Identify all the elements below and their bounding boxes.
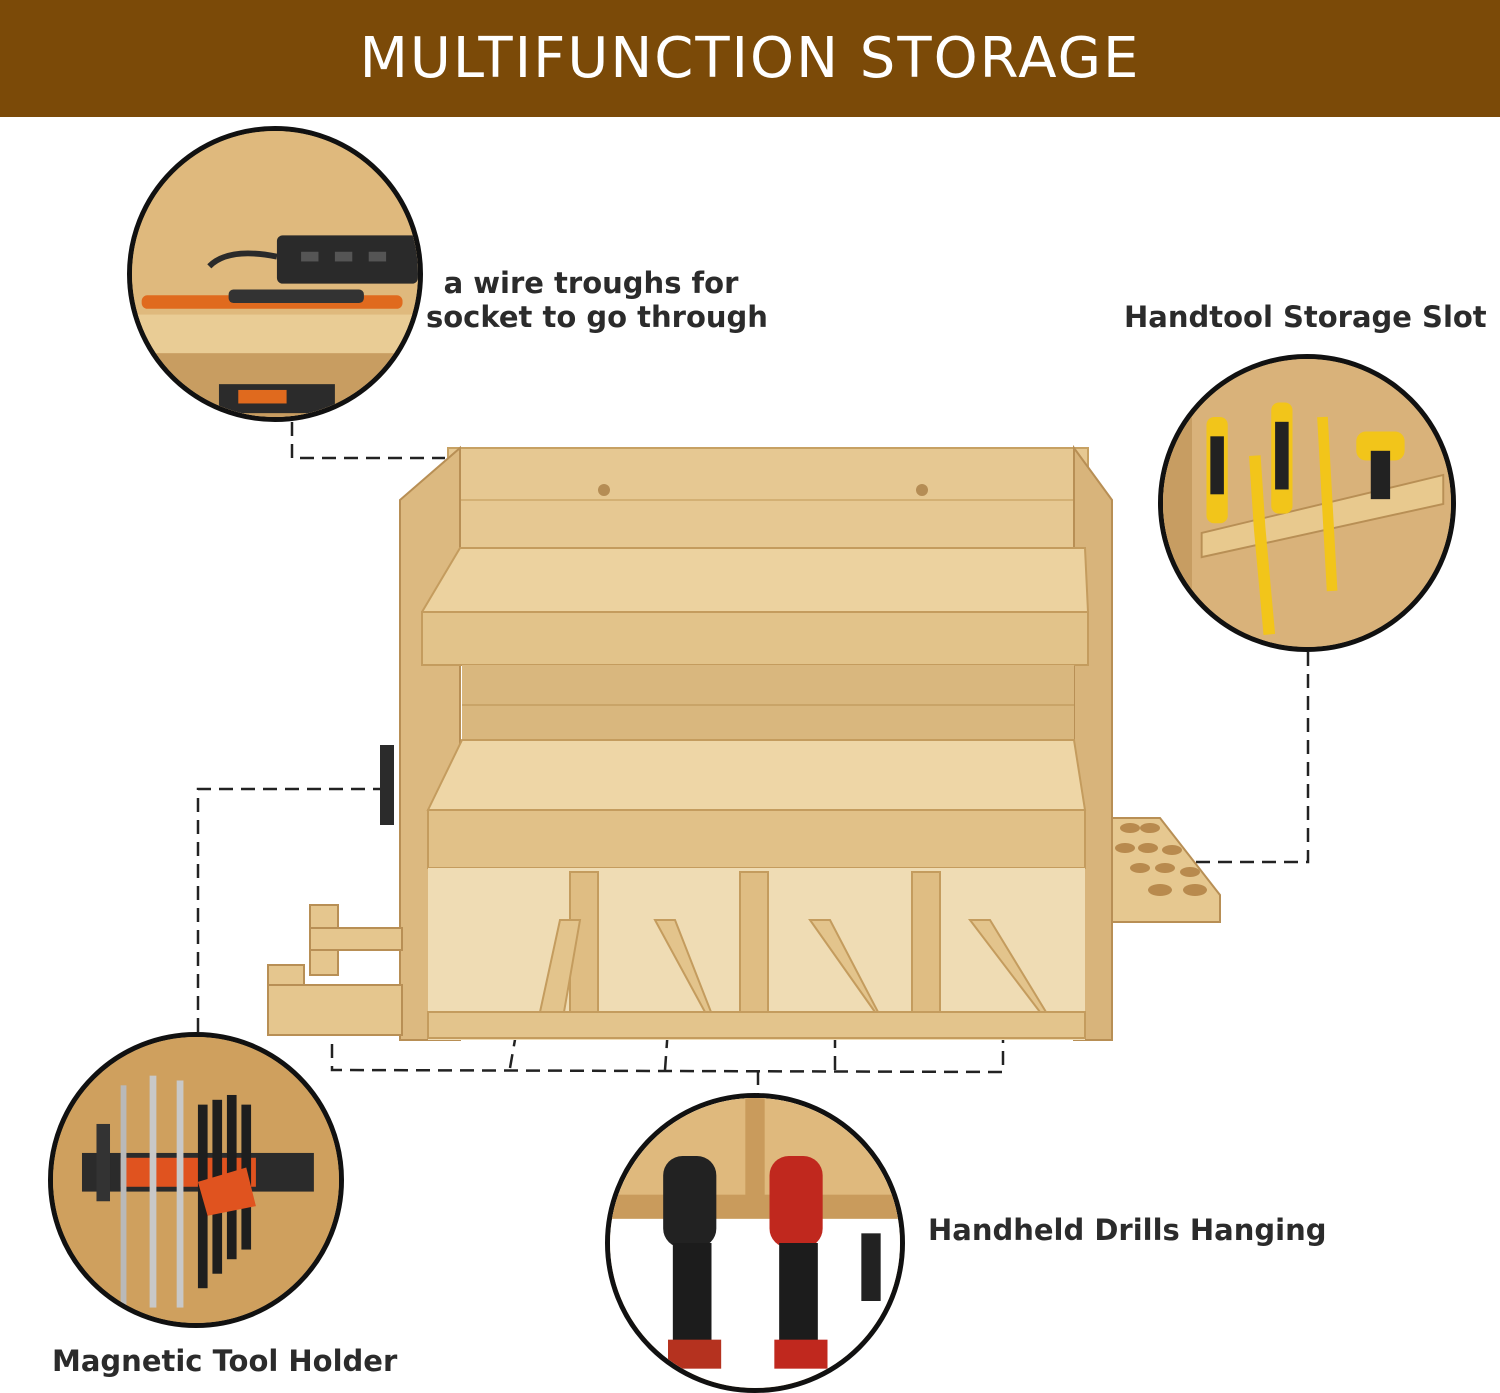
wire-troughs-line1: a wire troughs for bbox=[443, 266, 739, 300]
handtool-slot-closeup bbox=[1158, 354, 1456, 652]
wire-trough-closeup bbox=[127, 126, 423, 422]
drills-hanging-closeup bbox=[605, 1093, 905, 1393]
power-strip-icon bbox=[132, 131, 418, 417]
wire-troughs-label: a wire troughs for socket to go through bbox=[426, 266, 768, 334]
screwdrivers-pliers-icon bbox=[1163, 359, 1451, 647]
drills-icon bbox=[610, 1098, 900, 1388]
magnetic-strip-icon bbox=[53, 1037, 339, 1323]
handtool-slot-label: Handtool Storage Slot bbox=[1124, 300, 1487, 334]
wire-troughs-line2: socket to go through bbox=[426, 300, 768, 334]
magnetic-holder-closeup bbox=[48, 1032, 344, 1328]
magnetic-holder-label: Magnetic Tool Holder bbox=[52, 1344, 398, 1378]
banner-title: MULTIFUNCTION STORAGE bbox=[359, 26, 1141, 91]
drills-hanging-label: Handheld Drills Hanging bbox=[928, 1213, 1327, 1247]
header-banner: MULTIFUNCTION STORAGE bbox=[0, 0, 1500, 117]
